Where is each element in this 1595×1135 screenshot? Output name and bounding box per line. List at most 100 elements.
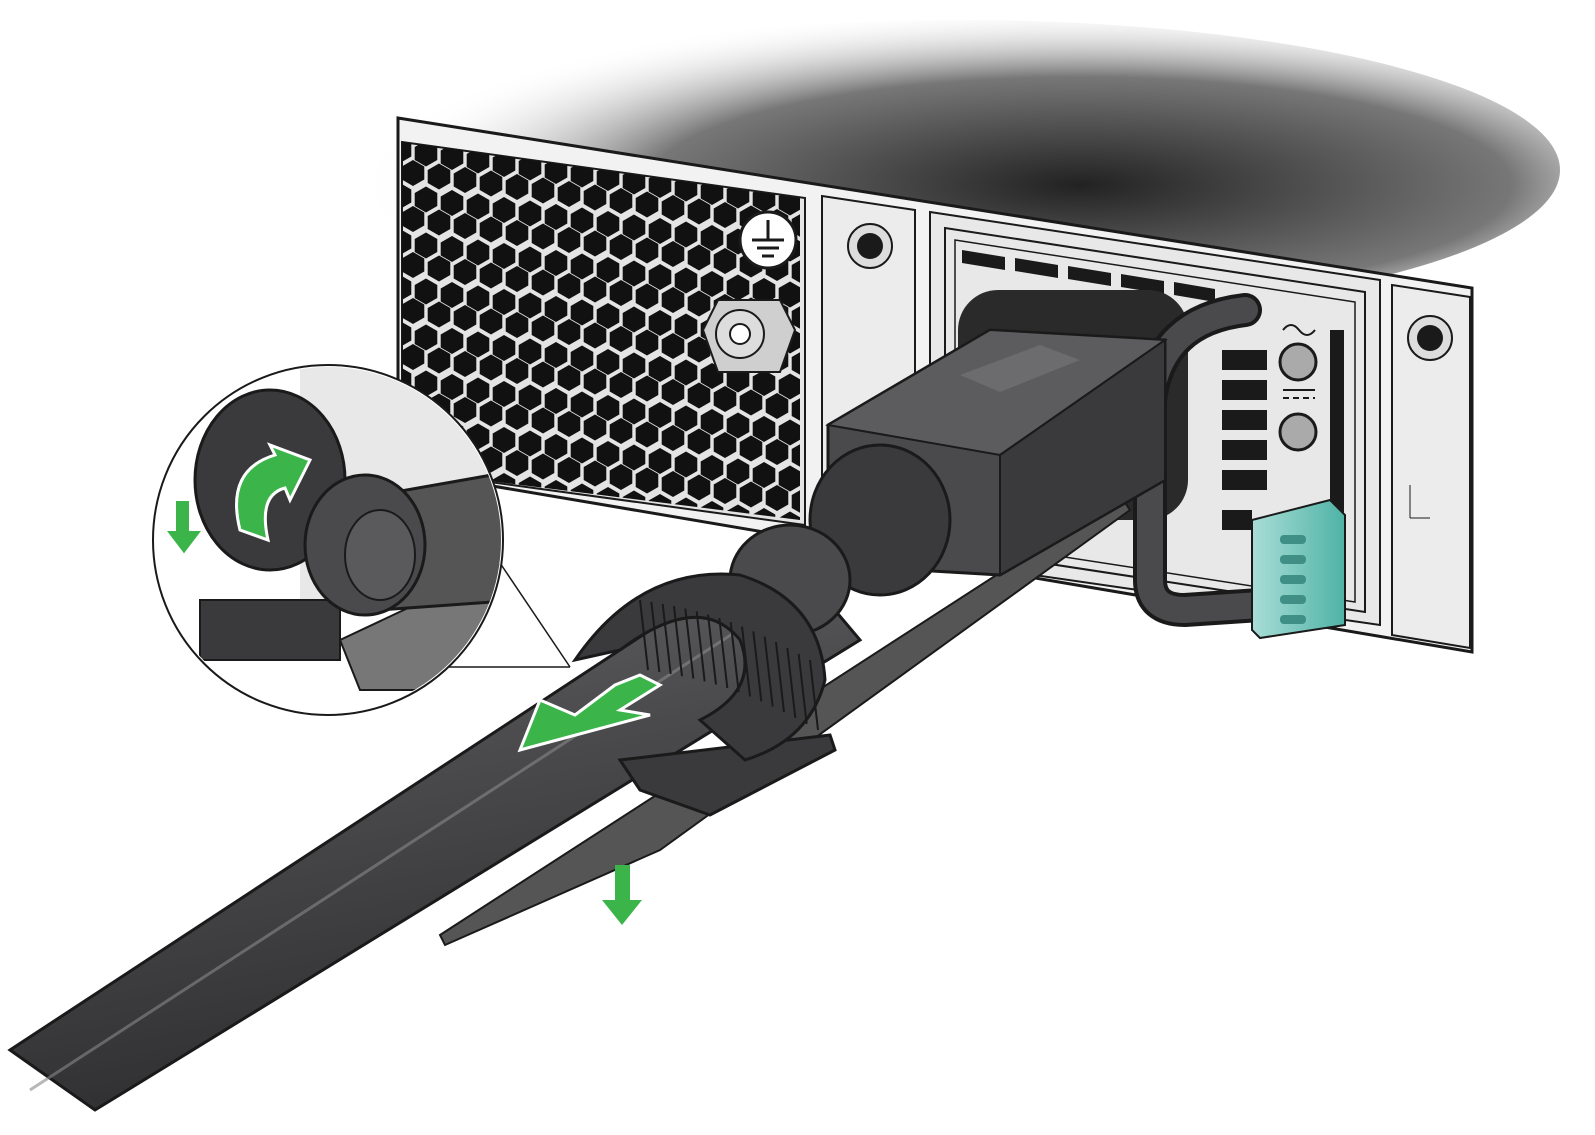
vent-hole <box>649 540 672 566</box>
vent-hole <box>622 214 646 241</box>
vent-hole <box>674 359 698 386</box>
ground-symbol-icon <box>738 210 798 270</box>
vent-hole <box>402 142 412 163</box>
cable-retainer-clip <box>571 572 837 817</box>
vent-hole <box>583 368 607 395</box>
right-blank-panel <box>1391 283 1471 650</box>
vent-hole <box>570 391 594 418</box>
vent-hole <box>726 412 750 439</box>
vent-hole <box>700 271 724 297</box>
vent-hole <box>596 349 620 375</box>
vent-hole <box>596 211 620 237</box>
vent-hole <box>752 278 776 304</box>
vent-hole <box>687 428 711 455</box>
vent-hole <box>596 257 620 283</box>
vent-hole <box>427 255 451 282</box>
vent-hole <box>752 416 776 442</box>
vent-hole <box>414 142 438 167</box>
vent-hole <box>700 455 724 481</box>
chassis-rear-panel <box>396 116 1474 654</box>
vent-hole <box>609 510 633 520</box>
vent-hole <box>648 310 672 336</box>
vent-hole <box>570 253 594 280</box>
vent-hole <box>466 377 490 404</box>
vent-hole <box>583 414 607 441</box>
vent-hole <box>492 427 516 453</box>
vent-hole <box>558 549 581 575</box>
vent-hole <box>791 488 800 515</box>
vent-hole <box>739 389 763 416</box>
vent-hole <box>635 375 659 402</box>
vent-hole <box>453 167 477 193</box>
vent-hole <box>713 432 737 458</box>
vent-hole <box>557 411 581 437</box>
vent-hole <box>570 345 594 372</box>
clip-ridge <box>797 653 808 725</box>
vent-hole <box>752 462 776 488</box>
vent-hole <box>752 508 776 520</box>
vent-hole <box>661 287 685 313</box>
vent-hole <box>544 342 568 368</box>
vent-hole <box>518 292 542 319</box>
vent-hole <box>479 400 503 427</box>
vent-hole <box>687 474 711 501</box>
vent-hole <box>505 404 529 430</box>
vent-hole <box>765 485 789 511</box>
vent-hole <box>778 373 800 400</box>
vent-hole <box>713 478 737 504</box>
vent-hole <box>479 354 503 381</box>
vent-hole <box>791 396 800 423</box>
vent-hole <box>505 174 529 200</box>
vent-hole <box>597 533 620 559</box>
vent-hole <box>557 273 581 299</box>
clip-ridge <box>775 642 785 713</box>
vent-hole <box>661 471 685 497</box>
vent-hole <box>609 280 633 306</box>
vent-hole <box>752 370 776 396</box>
vent-hole <box>661 195 685 221</box>
vent-hole <box>402 160 425 186</box>
vent-hole <box>531 315 555 342</box>
vent-hole <box>505 450 529 476</box>
clip-ridge <box>786 647 797 719</box>
vent-hole <box>596 395 620 421</box>
vent-hole <box>726 274 750 301</box>
vent-hole <box>687 336 711 363</box>
vent-hole <box>557 503 581 520</box>
vent-hole <box>427 347 451 374</box>
vent-hole <box>700 409 724 435</box>
vent-hole <box>687 290 711 317</box>
vent-hole <box>648 218 672 244</box>
vent-hole <box>584 553 607 579</box>
clip-ridge <box>718 617 729 689</box>
vent-hole <box>492 151 516 177</box>
ac-power-symbol-icon <box>1278 324 1318 382</box>
vent-hole <box>557 227 581 253</box>
vent-hole <box>791 442 800 469</box>
vent-hole <box>700 225 724 251</box>
vent-hole <box>622 444 646 471</box>
clip-ridge <box>752 631 763 702</box>
ground-screw <box>701 299 797 373</box>
clip-ridge <box>707 614 717 685</box>
vent-hole <box>402 206 425 232</box>
vent-hole <box>791 212 800 239</box>
vent-hole <box>427 301 451 328</box>
vent-hole <box>479 308 503 335</box>
vent-hole <box>726 458 750 485</box>
vent-hole <box>674 221 698 248</box>
vent-hole <box>531 499 555 520</box>
vent-hole <box>635 467 659 494</box>
vent-hole <box>402 344 425 370</box>
vent-hole <box>622 398 646 425</box>
vent-hole <box>479 262 503 289</box>
vent-hole <box>545 526 568 552</box>
dc-power-symbol-icon <box>1278 389 1318 452</box>
vent-hole <box>518 338 542 365</box>
vent-hole <box>557 181 581 207</box>
detail-inset <box>152 364 571 716</box>
rotate-arrow-icon <box>235 442 313 543</box>
vent-hole <box>518 384 542 411</box>
vent-hole <box>739 435 763 462</box>
vent-hole <box>544 296 568 322</box>
